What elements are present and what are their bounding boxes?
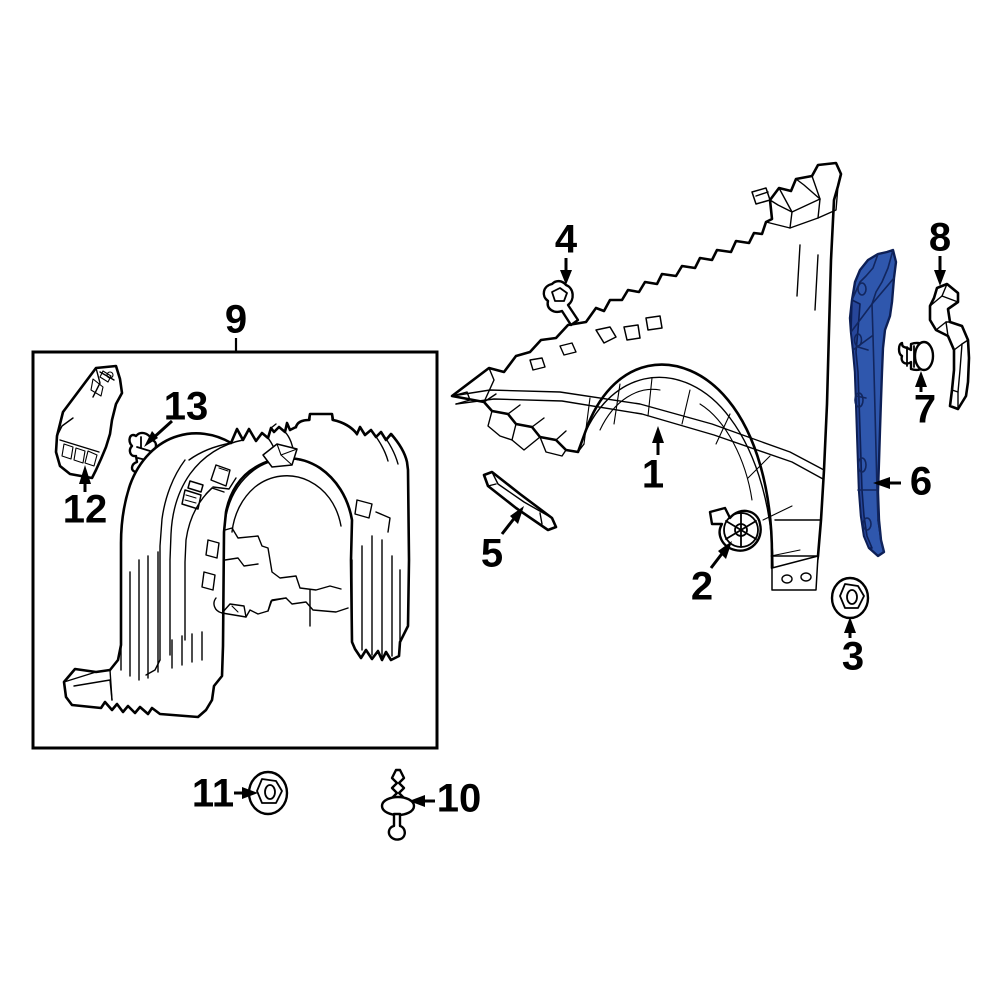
callout-12[interactable]: 12 [63,465,108,532]
callout-10-label: 10 [437,777,482,821]
part-1-front-fender[interactable] [450,161,843,591]
callout-11-arrowhead [242,787,258,799]
callout-6[interactable]: 6 [873,460,932,504]
part-5-edge-molding[interactable] [482,470,558,532]
callout-1[interactable]: 1 [642,426,664,497]
part-3-flange-nut[interactable] [830,576,870,620]
callout-13[interactable]: 13 [144,385,208,447]
callout-3[interactable]: 3 [842,617,864,679]
part-6-fender-rear-filler-highlighted[interactable] [848,248,898,558]
callout-2-arrowhead [718,541,732,559]
callout-4-arrowhead [560,270,572,285]
callout-5[interactable]: 5 [481,506,524,576]
part-9-fender-liner[interactable] [62,412,411,719]
callout-7[interactable]: 7 [914,371,936,432]
callout-4[interactable]: 4 [555,218,578,285]
part-10-liner-screw[interactable] [380,768,416,841]
callout-11[interactable]: 11 [192,772,258,816]
callout-8-arrowhead [934,270,946,286]
callout-8-label: 8 [929,216,951,260]
callout-10-arrowhead [409,795,425,807]
callout-3-arrowhead [844,617,856,633]
callout-8[interactable]: 8 [929,216,951,286]
group-9-container[interactable] [31,338,439,750]
callout-13-arrowhead [144,431,158,447]
callout-10[interactable]: 10 [409,777,481,821]
part-8-rear-bracket[interactable] [928,282,971,411]
callout-12-arrowhead [79,465,91,484]
callout-6-label: 6 [910,460,932,504]
callout-1-label: 1 [642,453,664,497]
callout-2-label: 2 [691,565,713,609]
callout-5-label: 5 [481,532,503,576]
callout-6-arrowhead [873,477,890,489]
callout-11-label: 11 [192,772,234,816]
callout-7-arrowhead [915,371,927,387]
part-7-bracket-screw[interactable] [897,340,935,372]
callout-5-arrowhead [510,506,524,524]
part-2-push-pin-retainer[interactable] [708,506,762,552]
part-12-liner-extension[interactable] [54,364,124,480]
callout-7-label: 7 [914,388,936,432]
callout-9-label: 9 [225,298,247,342]
part-4-upper-screw[interactable] [542,279,580,327]
callout-1-arrowhead [652,426,664,443]
callout-4-label: 4 [555,218,578,262]
callout-3-label: 3 [842,635,864,679]
callout-12-label: 12 [63,488,108,532]
part-11-liner-flange-nut[interactable] [247,770,289,816]
callout-2[interactable]: 2 [691,541,732,609]
callout-13-label: 13 [164,385,209,429]
